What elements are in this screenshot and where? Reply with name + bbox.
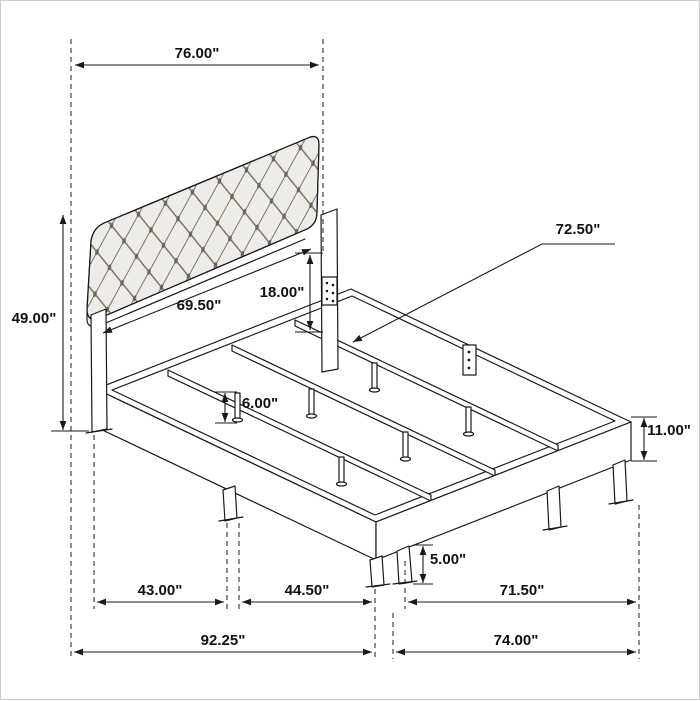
dim-seg-head-label: 43.00" (138, 582, 183, 599)
dim-slat-length-leader (352, 243, 615, 343)
support-leg (399, 431, 412, 462)
dim-slat-length-label: 72.50" (556, 221, 601, 238)
front-left-leg (218, 485, 244, 522)
dim-headboard-panel-height-label: 18.00" (260, 284, 305, 301)
dim-foot-leg-height-label: 5.00" (430, 551, 466, 568)
support-leg (368, 362, 381, 393)
support-leg (462, 406, 475, 437)
foot-leg (608, 459, 634, 505)
dim-support-leg-height-label: 6.00" (242, 395, 278, 412)
dim-headboard-panel-width-label: 69.50" (177, 297, 222, 314)
headboard-leg (85, 308, 113, 434)
rail-bracket (462, 344, 477, 376)
slat-rails (167, 319, 559, 502)
dim-headboard-panel-width-line (102, 248, 312, 334)
support-leg (231, 392, 244, 423)
headboard-bracket (321, 276, 338, 306)
dimension-annotations: 76.00" 49.00" 69.50" 18.00" 72.50" 6.00"… (12, 39, 691, 659)
support-leg (305, 388, 318, 419)
frame-legs (218, 459, 634, 588)
dim-rail-height-label: 11.00" (647, 422, 691, 439)
dim-overall-length-label: 92.25" (201, 632, 246, 649)
foot-rail-face (375, 421, 632, 561)
bed-drawing (85, 135, 634, 588)
slat-support-legs (231, 362, 475, 487)
support-leg (335, 456, 348, 487)
foot-leg (542, 485, 568, 531)
dim-seg-mid-label: 44.50" (285, 582, 330, 599)
dim-overall-width-label: 74.00" (494, 632, 539, 649)
foot-leg (365, 555, 391, 588)
dim-top-width-label: 76.00" (175, 45, 220, 62)
extension-lines (70, 39, 640, 659)
dim-headboard-height-label: 49.00" (12, 310, 57, 327)
dim-seg-foot-label: 71.50" (500, 582, 545, 599)
headboard-post (320, 208, 339, 373)
